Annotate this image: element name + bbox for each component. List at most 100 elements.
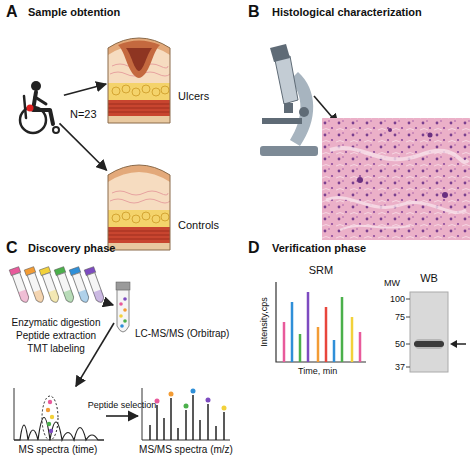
msms-spectrum <box>142 388 230 440</box>
srm-chart <box>291 302 294 362</box>
msms-spectrum <box>169 392 174 397</box>
ulcer-skin <box>108 38 170 123</box>
pooled-tube <box>119 314 123 318</box>
figure-node: LC-MS/MS (Orbitrap) <box>115 282 131 334</box>
pooled-tube <box>116 282 130 332</box>
sample-tubes <box>87 273 105 304</box>
histology-image <box>357 177 363 183</box>
axis-label: Time, min <box>298 366 337 377</box>
srm-chart <box>359 332 362 362</box>
sample-tubes <box>18 290 30 304</box>
panel-heading: Verification phase <box>272 242 366 255</box>
ms-chromatogram <box>49 429 53 433</box>
microscope <box>275 56 298 104</box>
sample-tubes <box>27 273 45 304</box>
western-blot <box>415 339 443 349</box>
sample-tubes <box>57 273 75 304</box>
msms-spectrum <box>207 404 209 440</box>
sample-tubes <box>93 290 105 304</box>
histology-image <box>340 226 410 230</box>
sample-tubes <box>12 273 30 304</box>
pooled-tube <box>123 308 127 312</box>
pooled-tube <box>123 319 127 323</box>
pooled-tube <box>119 302 123 306</box>
axis-label: 100 <box>378 294 405 305</box>
pooled-tube <box>120 324 124 328</box>
sample-tubes <box>84 267 106 304</box>
ms-chromatogram <box>47 422 51 426</box>
axis-label: 75 <box>378 312 405 323</box>
control-skin <box>108 165 170 250</box>
ms-chromatogram <box>42 396 58 440</box>
histology-image <box>442 192 448 198</box>
msms-spectrum <box>163 418 165 440</box>
western-blot <box>406 317 410 318</box>
pooled-tube <box>116 282 130 290</box>
msms-spectrum <box>191 389 196 394</box>
flow-arrow <box>106 303 113 305</box>
node-label: MS spectra (time) <box>2 444 114 456</box>
sample-tubes <box>42 273 60 304</box>
ulcer-dot <box>27 105 34 112</box>
figure-node: SRM <box>276 282 366 362</box>
ulcer-skin <box>126 48 152 71</box>
srm-chart <box>283 322 286 362</box>
ms-chromatogram <box>50 415 54 419</box>
node-label: Ulcers <box>178 90 209 103</box>
panel-heading: Discovery phase <box>28 242 115 255</box>
sample-tubes <box>63 290 75 304</box>
histology-image <box>322 118 470 240</box>
srm-chart <box>307 292 310 362</box>
srm-chart <box>351 317 354 362</box>
ms-chromatogram <box>14 418 104 441</box>
arrow-label: Peptide selection <box>88 400 157 411</box>
node-label: SRM <box>276 264 366 277</box>
ulcer-skin <box>118 41 160 79</box>
msms-spectrum <box>222 406 227 411</box>
panel-heading: C <box>6 238 18 257</box>
pooled-tube <box>117 290 129 332</box>
control-skin <box>108 165 170 250</box>
msms-spectrum <box>177 428 179 440</box>
histology-image <box>388 128 392 132</box>
wheelchair-patient <box>20 107 46 133</box>
microscope <box>299 107 309 117</box>
srm-chart <box>276 282 366 362</box>
srm-chart <box>317 327 320 362</box>
histology-image <box>322 118 470 240</box>
wheelchair-patient <box>31 81 41 91</box>
msms-spectrum <box>170 398 172 440</box>
node-label: Enzymatic digestion Peptide extraction T… <box>6 316 106 355</box>
node-label: N=23 <box>70 108 97 121</box>
wheelchair-patient <box>24 96 26 118</box>
sample-tubes <box>33 290 45 304</box>
pooled-tube <box>123 297 127 301</box>
ms-chromatogram <box>46 408 50 412</box>
western-blot <box>406 367 410 368</box>
sample-tubes <box>9 267 106 304</box>
msms-spectrum <box>156 405 158 440</box>
axis-label: MW <box>384 278 400 289</box>
msms-spectrum <box>199 420 201 440</box>
figure-node: Controls <box>108 155 170 250</box>
western-blot <box>406 292 466 372</box>
microscope <box>270 44 290 62</box>
histology-image <box>330 148 468 162</box>
msms-spectrum <box>185 410 187 440</box>
node-label: Controls <box>178 219 219 232</box>
figure-node: Enzymatic digestion Peptide extraction T… <box>8 262 104 312</box>
ms-chromatogram <box>48 400 52 404</box>
histology-image <box>428 133 433 138</box>
msms-spectrum <box>142 388 230 440</box>
ms-chromatogram <box>14 388 104 440</box>
microscope <box>262 118 302 124</box>
srm-chart <box>276 282 366 362</box>
axis-label: Intensity,cps <box>259 297 270 346</box>
srm-chart <box>299 334 302 362</box>
microscope <box>260 44 318 156</box>
node-label: MS/MS spectra (m/z) <box>130 444 242 456</box>
figure-node: Ulcers <box>108 28 170 123</box>
